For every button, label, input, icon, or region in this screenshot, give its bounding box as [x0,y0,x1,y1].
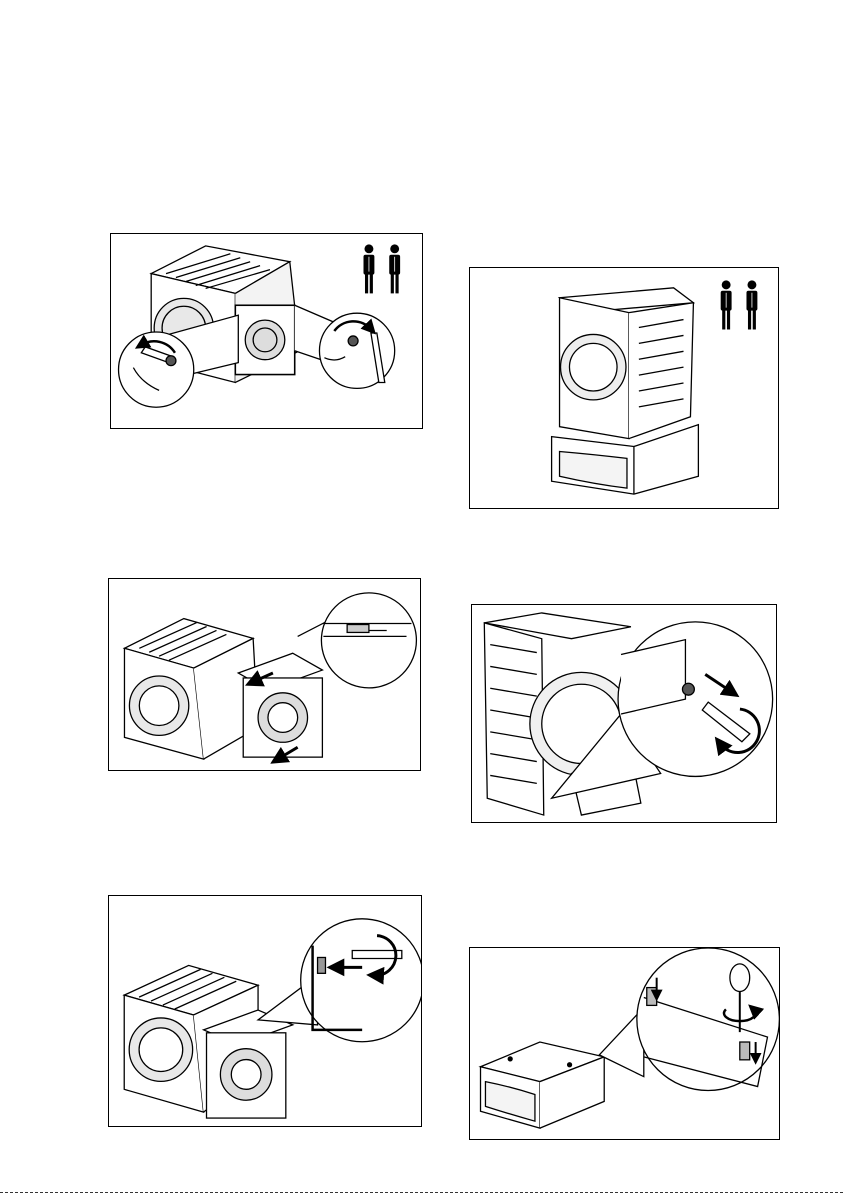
page-bottom-rule [0,1192,843,1193]
washing-machine-drawing [124,619,258,760]
illustration-rear-bolts [111,234,422,428]
illustration-slide-panel [109,579,420,770]
washing-machine-drawing [560,288,694,439]
pedestal-drawing [481,1042,605,1128]
two-persons-icon [364,244,401,293]
figure-slide-pedestal-panel [108,578,421,771]
zoom-rail-detail [298,593,417,688]
zoom-right-wrench [295,305,395,388]
figure-fix-panel-screw [108,895,422,1127]
illustration-unscrew-screw [472,605,776,822]
figure-fit-pedestal-brackets [469,947,780,1140]
two-persons-icon [721,280,758,329]
illustration-fit-brackets [470,948,779,1139]
figure-remove-rear-bolts [110,233,423,429]
panel-drawing [204,1010,293,1118]
illustration-appliance-on-pedestal [470,268,778,508]
illustration-fix-panel [109,896,421,1126]
figure-unscrew-rear-screw [471,604,777,823]
figure-appliance-on-pedestal [469,267,779,509]
panel-drawing [238,653,322,757]
